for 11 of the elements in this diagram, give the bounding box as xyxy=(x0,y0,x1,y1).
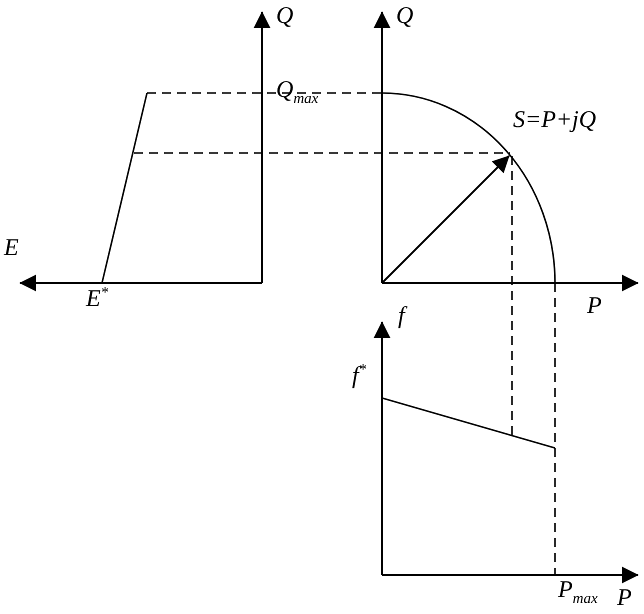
axis-label: S=P+jQ xyxy=(513,108,596,132)
axis-label: Q xyxy=(276,4,294,28)
axis-label: f xyxy=(398,304,405,328)
axis-label: P xyxy=(617,586,632,610)
axis-label: Q$_{max}$ xyxy=(276,78,318,107)
axis-label: f$^{*}$ xyxy=(352,363,366,388)
axis-label: P$_{max}$ xyxy=(558,578,598,607)
axis-label: E$^{*}$ xyxy=(86,286,108,311)
axis-label: Q xyxy=(396,4,414,28)
axis-label: E xyxy=(4,236,19,260)
axis-label: P xyxy=(587,294,602,318)
